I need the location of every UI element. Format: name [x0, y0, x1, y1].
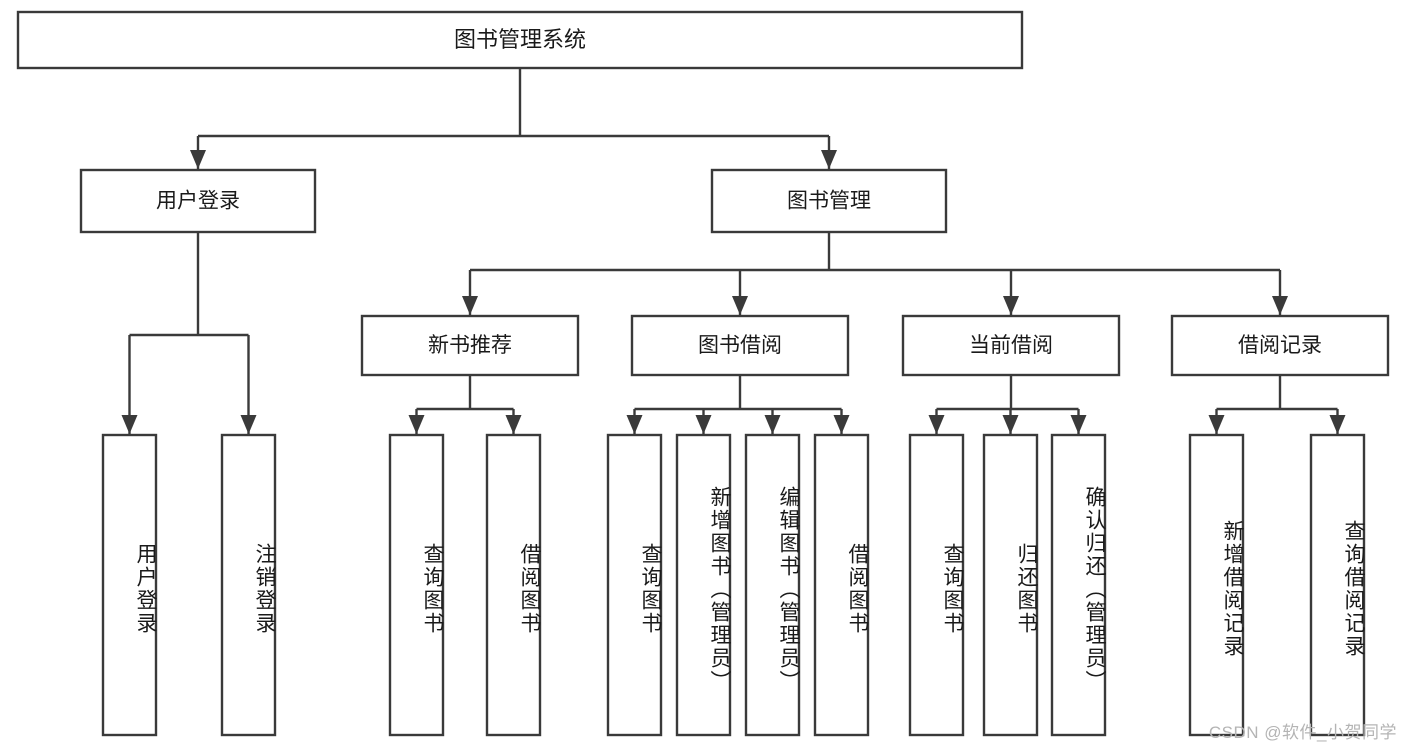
node-label-level3-0: 新书推荐	[428, 334, 512, 357]
watermark-text: CSDN @软件_小贺同学	[1208, 723, 1397, 742]
node-box-level2-0[interactable]	[79, 168, 317, 234]
arrow-head-icon-leaf	[695, 415, 712, 434]
node-box-leaf-12[interactable]	[1309, 433, 1366, 737]
node-box-leaf-4[interactable]	[606, 433, 663, 737]
arrow-head-icon-leaf	[833, 415, 850, 434]
arrow-head-icon-leaf	[1002, 415, 1019, 434]
arrow-head-icon-level3	[1003, 296, 1019, 315]
node-label-level3-2: 当前借阅	[969, 334, 1053, 357]
boxes-layer	[16, 10, 1390, 737]
node-label-level3-3: 借阅记录	[1238, 334, 1322, 357]
node-box-level3-0[interactable]	[360, 314, 580, 377]
arrow-head-icon-leaf	[121, 415, 138, 434]
node-label-level2-1: 图书管理	[787, 190, 871, 213]
connectors-layer	[121, 68, 1346, 434]
node-box-level3-1[interactable]	[630, 314, 850, 377]
arrow-head-icon-leaf	[505, 415, 522, 434]
arrow-head-icon-leaf	[626, 415, 643, 434]
node-box-leaf-2[interactable]	[388, 433, 445, 737]
node-box-leaf-5[interactable]	[675, 433, 732, 737]
arrow-head-icon-leaf	[408, 415, 425, 434]
arrow-head-icon-leaf	[928, 415, 945, 434]
node-box-leaf-6[interactable]	[744, 433, 801, 737]
node-box-leaf-3[interactable]	[485, 433, 542, 737]
node-label-level2-0: 用户登录	[156, 190, 240, 213]
node-box-level3-3[interactable]	[1170, 314, 1390, 377]
arrow-head-icon-level3	[462, 296, 478, 315]
arrow-head-icon-leaf	[240, 415, 257, 434]
node-box-leaf-0[interactable]	[101, 433, 158, 737]
arrow-head-icon-leaf	[764, 415, 781, 434]
node-box-leaf-8[interactable]	[908, 433, 965, 737]
arrow-head-icon-level3	[732, 296, 748, 315]
arrow-head-icon-level2	[821, 150, 837, 169]
node-box-level3-2[interactable]	[901, 314, 1121, 377]
arrow-head-icon-level3	[1272, 296, 1288, 315]
node-box-leaf-1[interactable]	[220, 433, 277, 737]
arrow-head-icon-leaf	[1329, 415, 1346, 434]
arrow-head-icon-leaf	[1070, 415, 1087, 434]
arrow-head-icon-leaf	[1208, 415, 1225, 434]
node-box-level2-1[interactable]	[710, 168, 948, 234]
node-box-leaf-7[interactable]	[813, 433, 870, 737]
node-box-leaf-9[interactable]	[982, 433, 1039, 737]
node-label-level3-1: 图书借阅	[698, 334, 782, 357]
arrow-head-icon-level2	[190, 150, 206, 169]
node-box-root[interactable]	[16, 10, 1024, 70]
node-box-leaf-10[interactable]	[1050, 433, 1107, 737]
node-label-root: 图书管理系统	[454, 27, 586, 52]
node-box-leaf-11[interactable]	[1188, 433, 1245, 737]
